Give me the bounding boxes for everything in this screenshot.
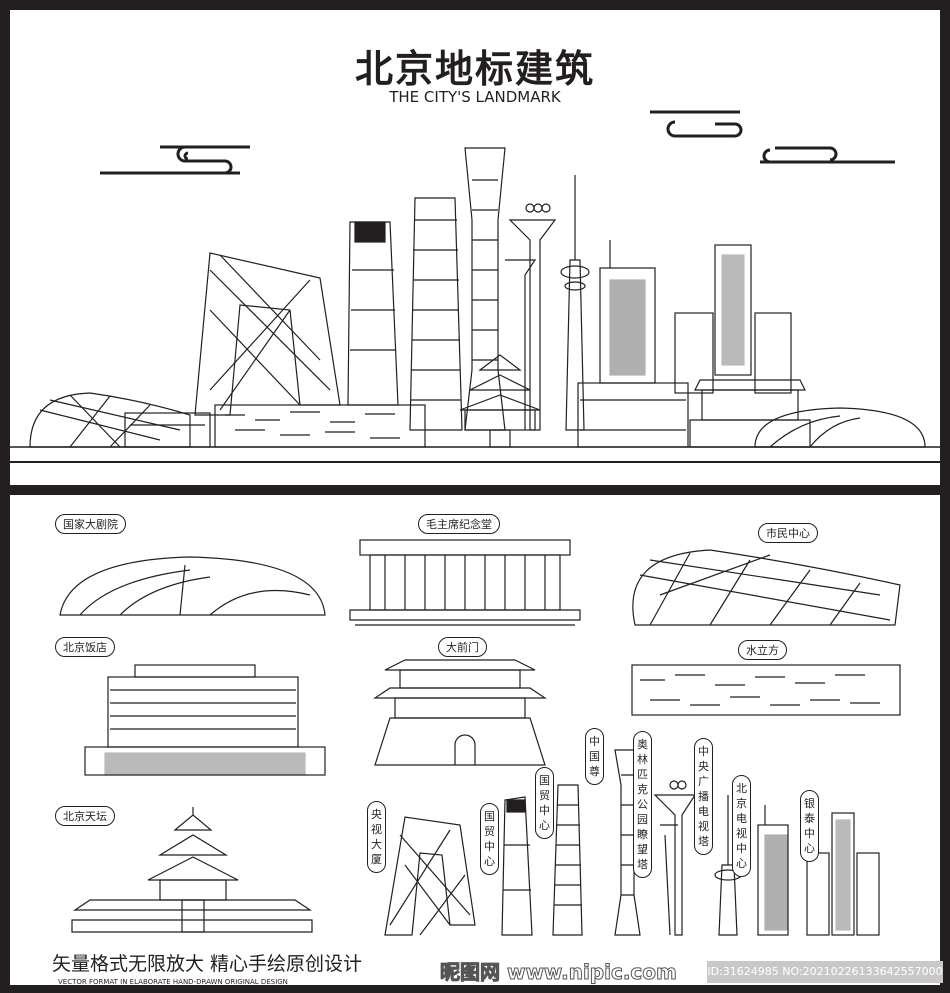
label-temple-of-heaven: 北京天坛 bbox=[55, 806, 115, 826]
label-civic-center: 市民中心 bbox=[758, 523, 818, 543]
beijing-hotel-low bbox=[577, 382, 689, 448]
qianmen-drawing bbox=[373, 659, 547, 766]
national-theater-dome bbox=[754, 407, 926, 448]
qianmen-gate bbox=[689, 379, 811, 448]
wtc-tower bbox=[409, 197, 463, 431]
yintai-center bbox=[674, 244, 792, 394]
wtc2-drawing bbox=[552, 784, 583, 936]
beijing-hotel-drawing bbox=[84, 664, 326, 776]
birds-nest-stadium bbox=[29, 392, 191, 448]
label-qianmen: 大前门 bbox=[438, 637, 487, 657]
landmark-illustrations bbox=[59, 539, 901, 936]
label-water-cube: 水立方 bbox=[738, 640, 787, 660]
national-theater-drawing bbox=[59, 556, 326, 616]
cctv-drawing bbox=[384, 816, 476, 936]
label-btv: 北京电视中心 bbox=[732, 775, 751, 877]
btv-drawing bbox=[757, 805, 789, 936]
temple-of-heaven-drawing bbox=[71, 807, 313, 933]
btv-tower bbox=[599, 240, 656, 384]
cctv-tv-tower bbox=[560, 175, 590, 431]
water-cube bbox=[214, 404, 426, 448]
civic-center-drawing bbox=[632, 549, 901, 626]
slogan: 矢量格式无限放大 精心手绘原创设计 bbox=[52, 953, 363, 975]
landmarks-panel: 国家大剧院 毛主席纪念堂 市民中心 北京饭店 大前门 水立方 北京天坛 央视大厦… bbox=[10, 495, 940, 986]
cloud-left bbox=[100, 145, 250, 175]
label-cctv-tv-tower: 中央广播电视塔 bbox=[694, 738, 713, 855]
watermark-logo: 昵图网 www.nipic.com bbox=[440, 960, 678, 985]
label-olympic-tower: 奥林匹克公园瞭望塔 bbox=[633, 731, 652, 878]
olympic-tower bbox=[505, 203, 557, 431]
mao-mausoleum-drawing bbox=[349, 539, 581, 626]
image-id-tag: ID:31624985 NO:20210226133642557000 bbox=[707, 961, 943, 983]
china-zun-tower bbox=[464, 147, 506, 431]
skyline-panel: 北京地标建筑 THE CITY'S LANDMARK bbox=[10, 10, 940, 485]
page-subtitle: THE CITY'S LANDMARK bbox=[389, 88, 561, 106]
wtc1-drawing bbox=[501, 796, 533, 936]
page-title: 北京地标建筑 bbox=[354, 47, 595, 91]
wtc3-tower bbox=[347, 221, 399, 406]
olympic-tower-drawing bbox=[653, 780, 697, 936]
yintai-drawing bbox=[806, 812, 880, 936]
label-china-zun: 中国尊 bbox=[585, 728, 604, 785]
skyline-illustration bbox=[10, 110, 940, 463]
cctv-building bbox=[194, 252, 341, 416]
label-beijing-hotel: 北京饭店 bbox=[55, 637, 115, 657]
slogan-english: VECTOR FORMAT IN ELABORATE HAND-DRAWN OR… bbox=[58, 978, 288, 986]
label-wtc2: 国贸中心 bbox=[535, 767, 554, 839]
label-cctv: 央视大厦 bbox=[367, 801, 386, 873]
water-cube-drawing bbox=[631, 664, 901, 716]
label-mao-mausoleum: 毛主席纪念堂 bbox=[418, 514, 500, 534]
cloud-right bbox=[650, 110, 895, 164]
label-wtc1: 国贸中心 bbox=[480, 803, 499, 875]
label-yintai: 银泰中心 bbox=[800, 790, 819, 862]
label-national-theater: 国家大剧院 bbox=[55, 514, 126, 534]
